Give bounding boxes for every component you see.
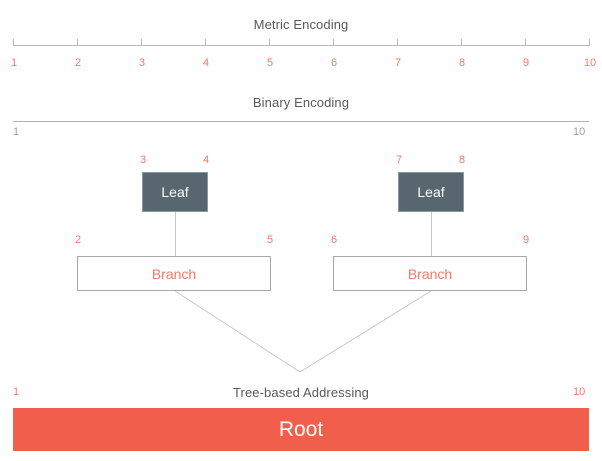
- leaf-2-end-label: 8: [458, 154, 466, 166]
- connector-leaf-2-to-branch-2: [431, 212, 432, 256]
- root-end-label: 10: [573, 386, 586, 398]
- branch-2-end-label: 9: [522, 234, 530, 246]
- branch-1-end-label: 5: [266, 234, 274, 246]
- metric-tick-6: [333, 39, 334, 46]
- metric-tick-1: [13, 39, 14, 46]
- branch-1-start-label: 2: [74, 234, 82, 246]
- metric-tick-7: [397, 39, 398, 46]
- metric-tick-label-4: 4: [202, 57, 210, 69]
- branch-node-1-label: Branch: [151, 265, 197, 282]
- branch-2-start-label: 6: [330, 234, 338, 246]
- metric-tick-label-3: 3: [138, 57, 146, 69]
- metric-tick-4: [205, 39, 206, 46]
- metric-tick-9: [525, 39, 526, 46]
- metric-tick-10: [589, 39, 590, 46]
- metric-encoding-title: Metric Encoding: [253, 17, 349, 32]
- metric-tick-label-7: 7: [394, 57, 402, 69]
- metric-tick-label-6: 6: [330, 57, 338, 69]
- edge-left-branch-to-root: [174, 290, 301, 373]
- edge-right-branch-to-root: [299, 290, 432, 373]
- metric-tick-label-2: 2: [74, 57, 82, 69]
- binary-encoding-title: Binary Encoding: [252, 95, 350, 110]
- binary-axis-line: [13, 121, 589, 122]
- leaf-node-2[interactable]: Leaf: [398, 172, 464, 212]
- metric-tick-3: [141, 39, 142, 46]
- root-node[interactable]: Root: [13, 408, 589, 451]
- metric-tick-label-10: 10: [583, 57, 597, 69]
- root-start-label: 1: [13, 386, 20, 398]
- root-node-label: Root: [278, 417, 324, 441]
- leaf-1-end-label: 4: [202, 154, 210, 166]
- branch-node-1[interactable]: Branch: [77, 256, 271, 291]
- metric-tick-5: [269, 39, 270, 46]
- branch-node-2[interactable]: Branch: [333, 256, 527, 291]
- metric-axis-line: [13, 45, 589, 46]
- metric-tick-2: [77, 39, 78, 46]
- leaf-2-start-label: 7: [395, 154, 403, 166]
- leaf-node-1[interactable]: Leaf: [142, 172, 208, 212]
- binary-end-label: 10: [573, 126, 586, 138]
- metric-tick-label-9: 9: [522, 57, 530, 69]
- tree-addressing-title: Tree-based Addressing: [232, 385, 370, 400]
- leaf-node-2-label: Leaf: [417, 184, 445, 200]
- metric-tick-label-8: 8: [458, 57, 466, 69]
- connector-leaf-1-to-branch-1: [175, 212, 176, 256]
- binary-start-label: 1: [13, 126, 20, 138]
- metric-tick-label-5: 5: [266, 57, 274, 69]
- leaf-1-start-label: 3: [139, 154, 147, 166]
- branch-node-2-label: Branch: [407, 265, 453, 282]
- leaf-node-1-label: Leaf: [161, 184, 189, 200]
- metric-tick-8: [461, 39, 462, 46]
- metric-tick-label-1: 1: [10, 57, 18, 69]
